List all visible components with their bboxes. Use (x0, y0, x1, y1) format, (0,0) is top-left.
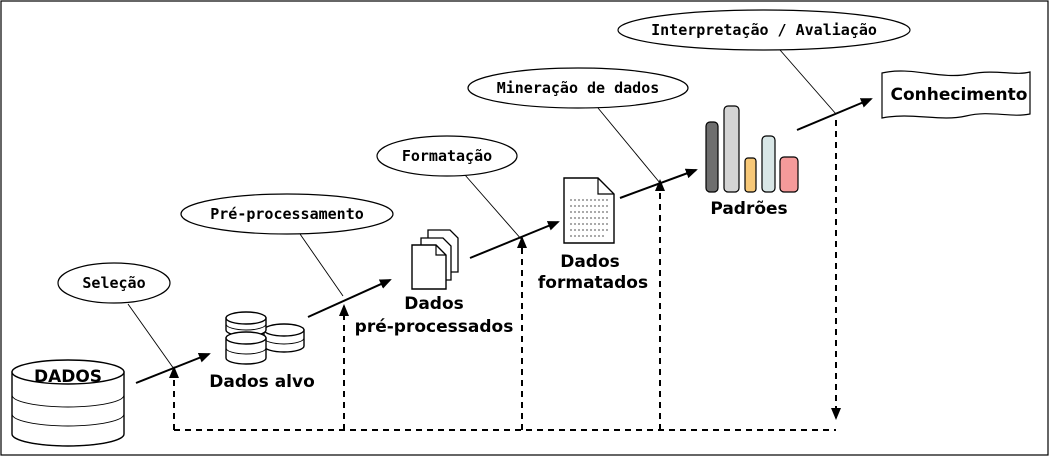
step-mineracao-label: Mineração de dados (497, 79, 660, 97)
feedback-loop (169, 120, 841, 431)
node-dados-form-line1: Dados (560, 252, 620, 272)
node-dados-pre-line2: pré-processados (355, 317, 514, 337)
step-formatacao: Formatação (376, 135, 518, 177)
bar-light (723, 105, 740, 193)
step-preprocessamento-label: Pré-processamento (210, 205, 364, 223)
bar-dark (705, 121, 719, 193)
step-preprocessamento: Pré-processamento (180, 193, 394, 235)
step-interpretacao: Interpretação / Avaliação (617, 9, 911, 51)
node-dados-pre-line1: Dados (404, 294, 464, 314)
node-dados-form-line2: formatados (538, 273, 648, 293)
step-formatacao-label: Formatação (402, 147, 492, 165)
step-selecao-label: Seleção (82, 274, 145, 292)
step-selecao: Seleção (57, 262, 171, 304)
bar-teal (761, 135, 776, 193)
documents-icon (411, 229, 459, 290)
frame-border (0, 0, 1049, 456)
node-padroes: Padrões (710, 199, 787, 219)
leader-lines (127, 49, 837, 370)
step-mineracao: Mineração de dados (467, 67, 689, 109)
database-icon (11, 359, 125, 447)
bar-chart-icon (705, 105, 799, 193)
node-dados-alvo: Dados alvo (209, 372, 315, 392)
document-icon (563, 177, 615, 244)
bar-red (779, 156, 799, 193)
node-dados: DADOS (34, 367, 102, 387)
bar-yellow (744, 157, 757, 193)
step-interpretacao-label: Interpretação / Avaliação (651, 21, 877, 39)
node-conhecimento: Conhecimento (891, 85, 1028, 105)
banner-icon (881, 70, 1031, 119)
disk-stack-icon (225, 311, 305, 365)
